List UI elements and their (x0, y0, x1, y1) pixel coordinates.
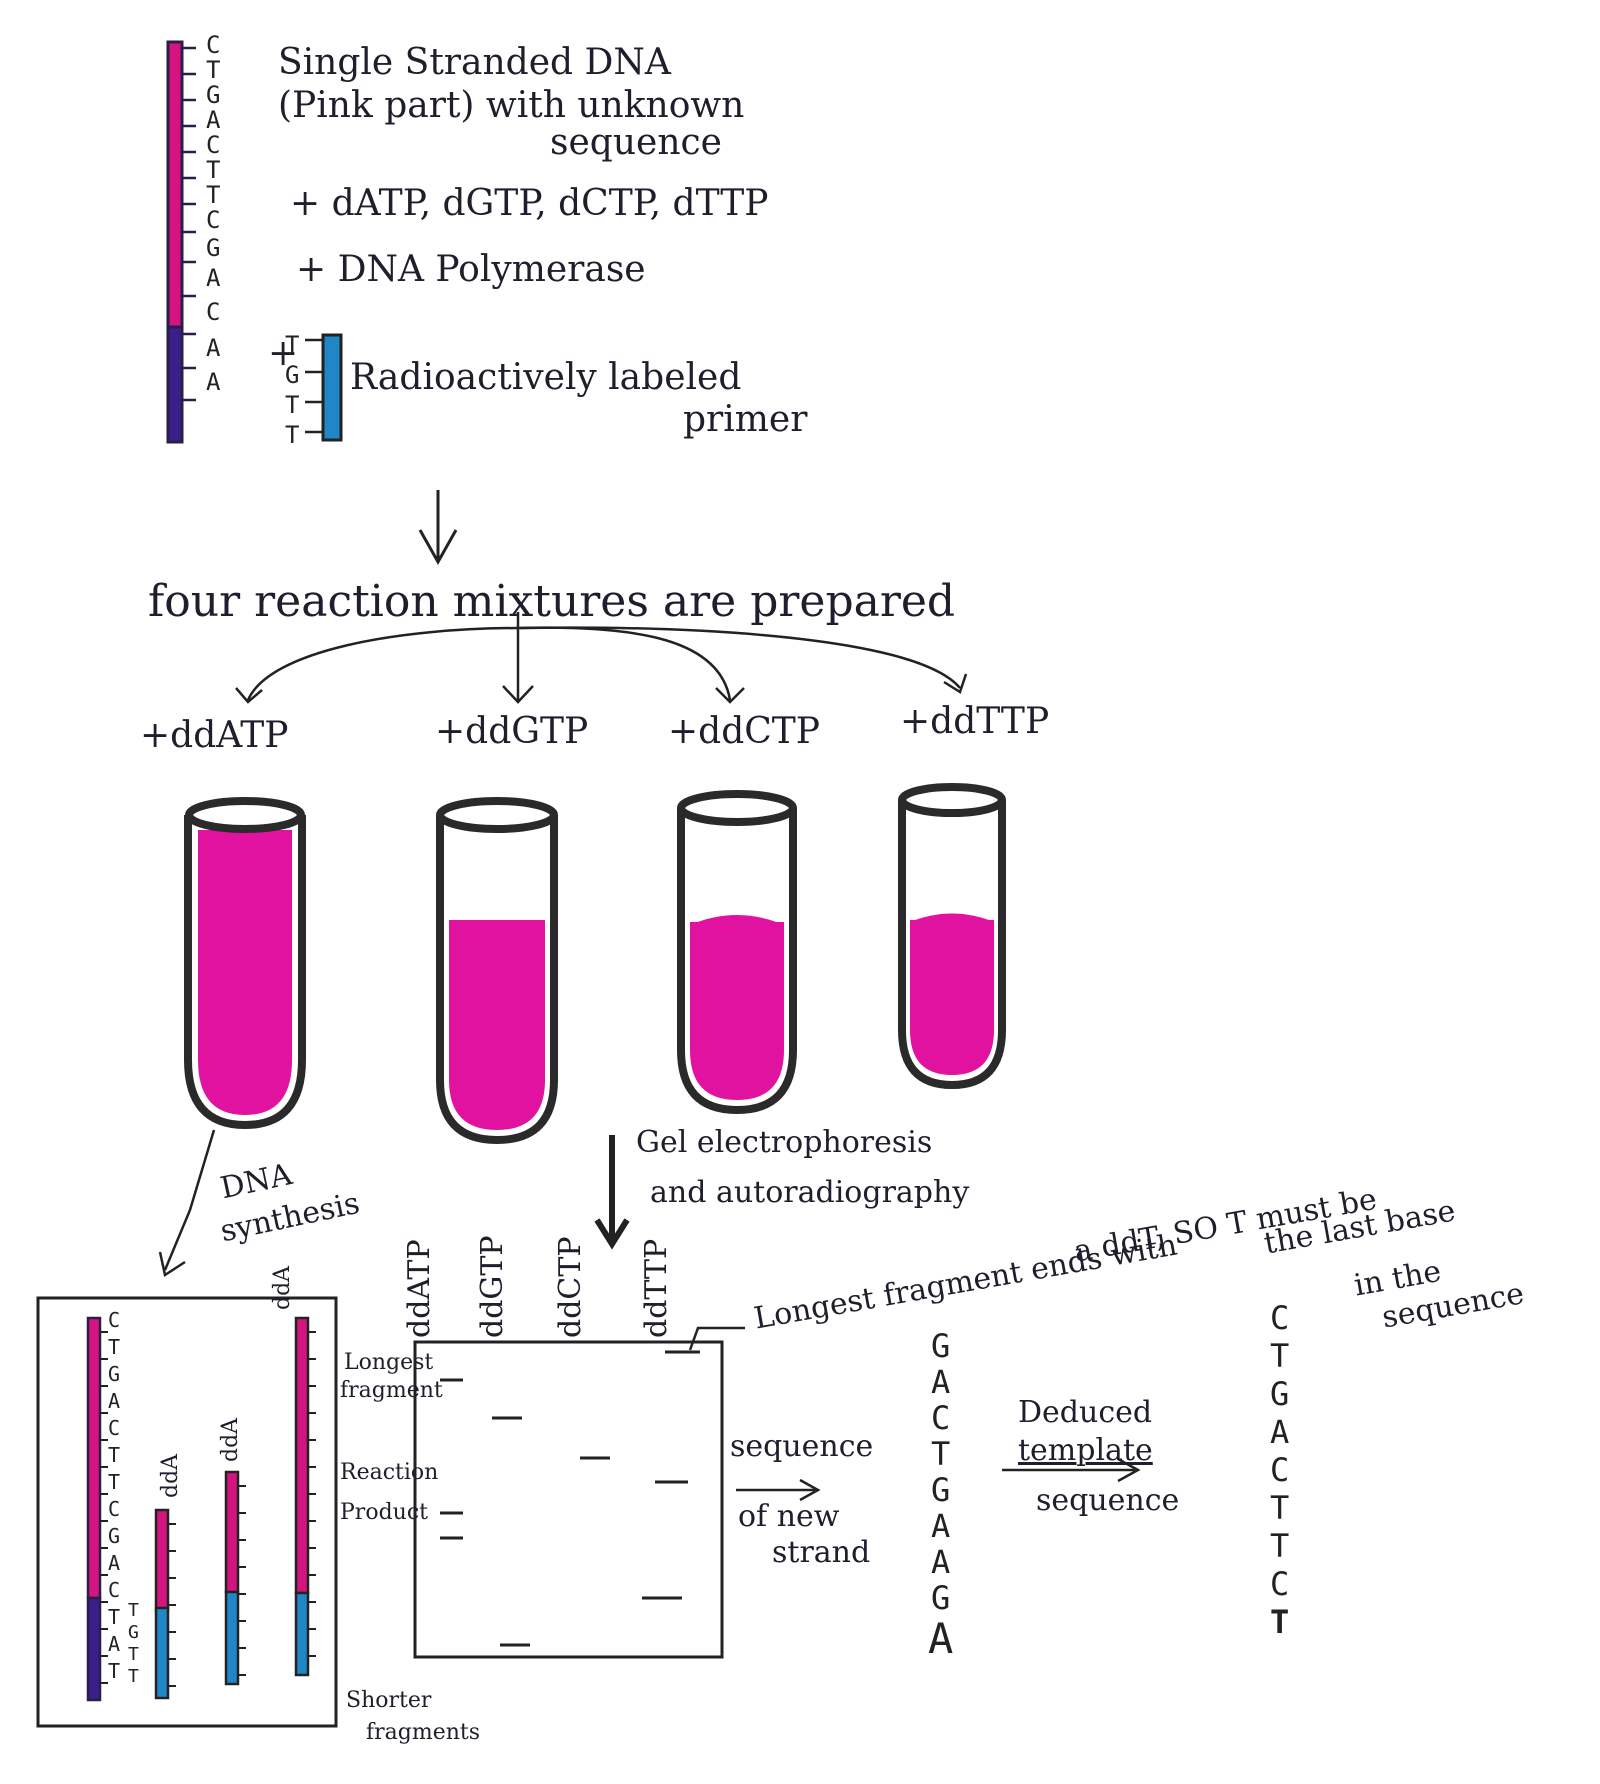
product-box (36, 1296, 338, 1728)
fragment-label-3: ddA (270, 1265, 295, 1310)
gel-box (413, 1326, 745, 1659)
reaction-label-ddCTP: +ddCTP (668, 711, 821, 752)
tube-ddCTP (677, 790, 797, 1115)
top-template-strand (166, 40, 196, 444)
mixtures-label: four reaction mixtures are prepared (148, 576, 956, 627)
new-strand-bases: G A C T G A A G A (928, 1327, 954, 1663)
tube-ddGTP (436, 797, 558, 1145)
deduced-line2: template (1018, 1433, 1153, 1468)
primer-label-line1: Radioactively labeled (350, 357, 742, 398)
top-primer (305, 333, 343, 442)
product-bases: C T G A C T T C G A C T A T (108, 1308, 121, 1683)
deduced-line3: sequence (1036, 1483, 1180, 1518)
deduced-line1: Deduced (1018, 1395, 1153, 1430)
primer-label-line2: primer (683, 399, 808, 440)
primer-plus: + (268, 333, 299, 374)
single-strand-line1: Single Stranded DNA (278, 42, 671, 83)
fragment-label-2: ddA (218, 1417, 243, 1462)
gel-lane-ddATP: ddATP (402, 1239, 437, 1338)
new-strand-line2: of new (738, 1499, 840, 1534)
branch-arrows (235, 612, 968, 704)
gel-lane-ddGTP: ddGTP (475, 1235, 510, 1338)
gel-arrow (594, 1135, 630, 1250)
gel-label-line2: and autoradiography (650, 1175, 970, 1210)
reaction-label-ddTTP: +ddTTP (900, 701, 1050, 742)
synthesis-arrow (158, 1129, 216, 1278)
sequence-arrows (736, 1457, 1141, 1502)
gel-longest-line2: fragment (340, 1378, 443, 1403)
gel-longest-line1: Longest (344, 1350, 434, 1375)
gel-shorter-line2: fragments (366, 1720, 481, 1745)
single-strand-line2: (Pink part) with unknown (278, 85, 745, 126)
polymerase-label: + DNA Polymerase (296, 249, 646, 290)
product-primer-bases: T G T T (128, 1600, 139, 1687)
dntps-label: + dATP, dGTP, dCTP, dTTP (290, 183, 769, 224)
tube-ddTTP (898, 783, 1006, 1090)
gel-reaction-line1: Reaction (340, 1460, 439, 1485)
gel-label-line1: Gel electrophoresis (636, 1125, 933, 1160)
tube-ddATP (184, 797, 306, 1130)
deduced-bases: C T G A C T T C T (1270, 1299, 1290, 1641)
top-primer-bases: T G T T (285, 331, 300, 449)
gel-reaction-line2: Product (340, 1500, 428, 1525)
single-strand-line3: sequence (550, 122, 722, 163)
gel-lane-ddTTP: ddTTP (639, 1238, 674, 1338)
reaction-label-ddGTP: +ddGTP (435, 711, 589, 752)
new-strand-line3: strand (772, 1535, 871, 1570)
gel-shorter-line1: Shorter (346, 1688, 432, 1713)
fragment-label-1: ddA (158, 1453, 183, 1498)
down-arrow (418, 490, 458, 566)
reaction-label-ddATP: +ddATP (140, 715, 289, 756)
new-strand-line1: sequence (730, 1429, 874, 1464)
top-template-bases: C T G A C T T C G A C A A (206, 31, 221, 396)
gel-lane-ddCTP: ddCTP (553, 1236, 588, 1338)
